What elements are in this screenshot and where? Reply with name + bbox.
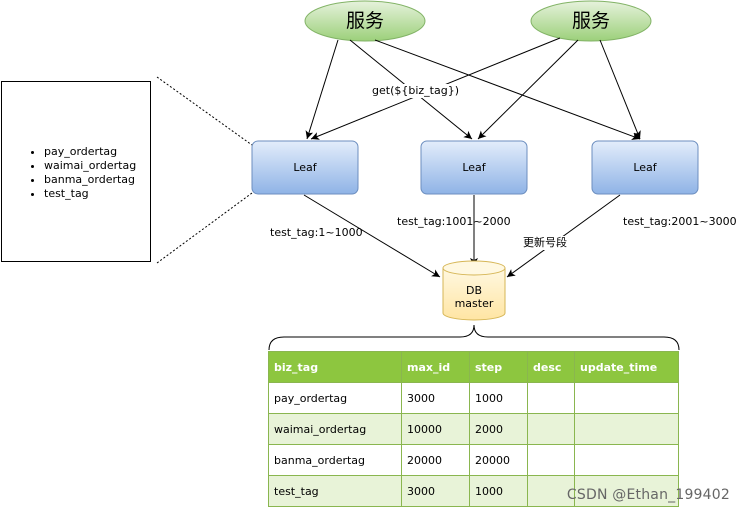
table-cell: [574, 413, 679, 445]
table-cell: [574, 382, 679, 414]
table-cell: 3000: [401, 475, 470, 507]
leaf-label-1: Leaf: [293, 161, 317, 174]
table-cell: [574, 444, 679, 476]
db-label-line1: DB: [465, 284, 483, 297]
table-cell: banma_ordertag: [268, 444, 402, 476]
table-row: pay_ordertag 3000 1000: [268, 382, 679, 414]
service-label-1: 服务: [345, 10, 384, 32]
table-row: waimai_ordertag 10000 2000: [268, 413, 679, 445]
list-item: banma_ordertag: [44, 173, 136, 187]
table-cell: 20000: [469, 444, 528, 476]
table-row: test_tag 3000 1000: [268, 475, 679, 507]
biz-tag-list: pay_ordertag waimai_ordertag banma_order…: [2, 145, 136, 201]
biz-tag-list-box: pay_ordertag waimai_ordertag banma_order…: [1, 81, 151, 262]
column-header-update-time: update_time: [574, 351, 679, 383]
service-label-2: 服务: [571, 10, 610, 32]
table-brace: [268, 324, 680, 351]
table-cell: 2000: [469, 413, 528, 445]
leaf-node-3: [591, 140, 699, 195]
list-item: test_tag: [44, 187, 136, 201]
update-segment-label: 更新号段: [523, 236, 567, 250]
column-header-biz-tag: biz_tag: [268, 351, 402, 383]
table-cell: 3000: [401, 382, 470, 414]
table-cell: test_tag: [268, 475, 402, 507]
get-request-label: get(${biz_tag}): [372, 84, 459, 98]
watermark: CSDN @Ethan_199402: [566, 487, 730, 503]
column-header-step: step: [469, 351, 528, 383]
table-cell: [574, 475, 679, 507]
service-node-1: [304, 0, 426, 42]
table-cell: [527, 382, 575, 414]
table-header-row: biz_tag max_id step desc update_time: [268, 351, 679, 383]
table-row: banma_ordertag 20000 20000: [268, 444, 679, 476]
db-label-line2: master: [454, 297, 494, 310]
service-to-leaf-edges: [305, 37, 641, 140]
leaf-alloc-table: biz_tag max_id step desc update_time pay…: [268, 351, 679, 507]
table-cell: pay_ordertag: [268, 382, 402, 414]
list-item: waimai_ordertag: [44, 159, 136, 173]
table-cell: 10000: [401, 413, 470, 445]
table-cell: waimai_ordertag: [268, 413, 402, 445]
range-label-3: test_tag:2001~3000: [623, 215, 737, 228]
leaf-label-2: Leaf: [462, 161, 486, 174]
table-cell: 20000: [401, 444, 470, 476]
range-label-1: test_tag:1~1000: [270, 226, 363, 239]
list-item: pay_ordertag: [44, 145, 136, 159]
range-label-2: test_tag:1001~2000: [397, 215, 511, 228]
service-node-2: [530, 0, 652, 42]
leaf-label-3: Leaf: [633, 161, 657, 174]
table-cell: 1000: [469, 475, 528, 507]
leaf-node-1: [251, 140, 359, 195]
column-header-desc: desc: [527, 351, 575, 383]
tag-box-connector: [156, 76, 253, 264]
table-cell: [527, 475, 575, 507]
table-cell: 1000: [469, 382, 528, 414]
table-cell: [527, 444, 575, 476]
table-cell: [527, 413, 575, 445]
column-header-max-id: max_id: [401, 351, 470, 383]
db-cylinder: [442, 260, 506, 321]
leaf-node-2: [420, 140, 528, 195]
